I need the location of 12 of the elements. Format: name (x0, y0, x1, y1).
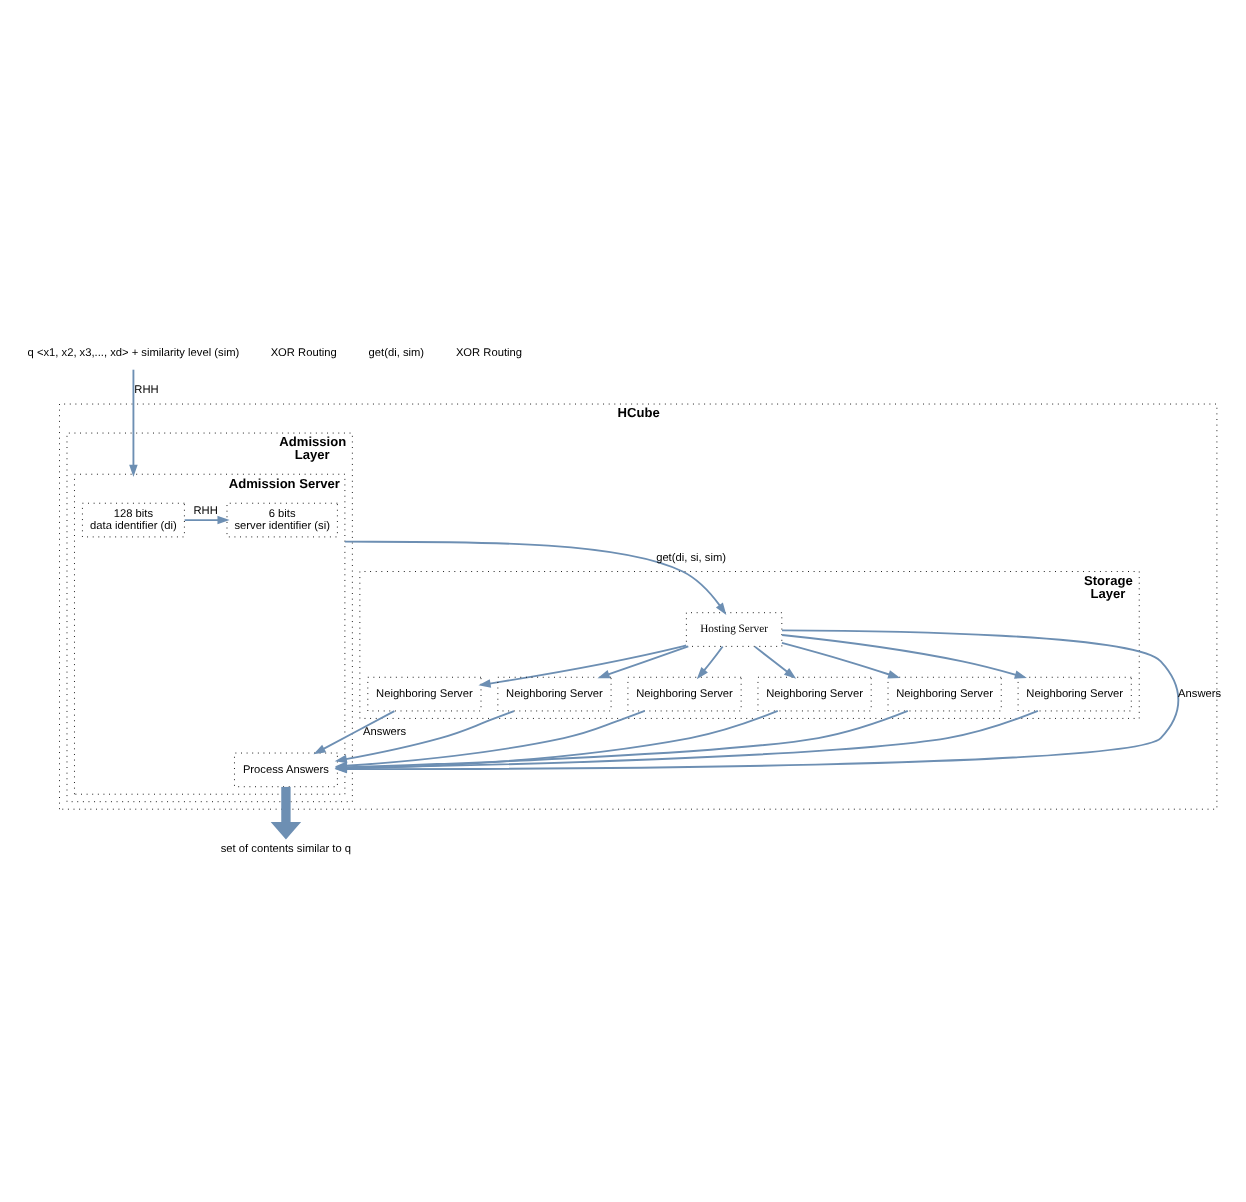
arrow (597, 645, 690, 679)
arrow (334, 710, 515, 764)
arrow (696, 645, 724, 680)
arrow (343, 540, 727, 615)
arrow (270, 786, 302, 840)
arrow (781, 634, 1027, 679)
arrow (478, 644, 688, 688)
arrow (129, 368, 138, 478)
arrow (183, 515, 230, 525)
arrow (313, 710, 396, 755)
arrow (753, 645, 797, 679)
arrow (780, 642, 901, 679)
